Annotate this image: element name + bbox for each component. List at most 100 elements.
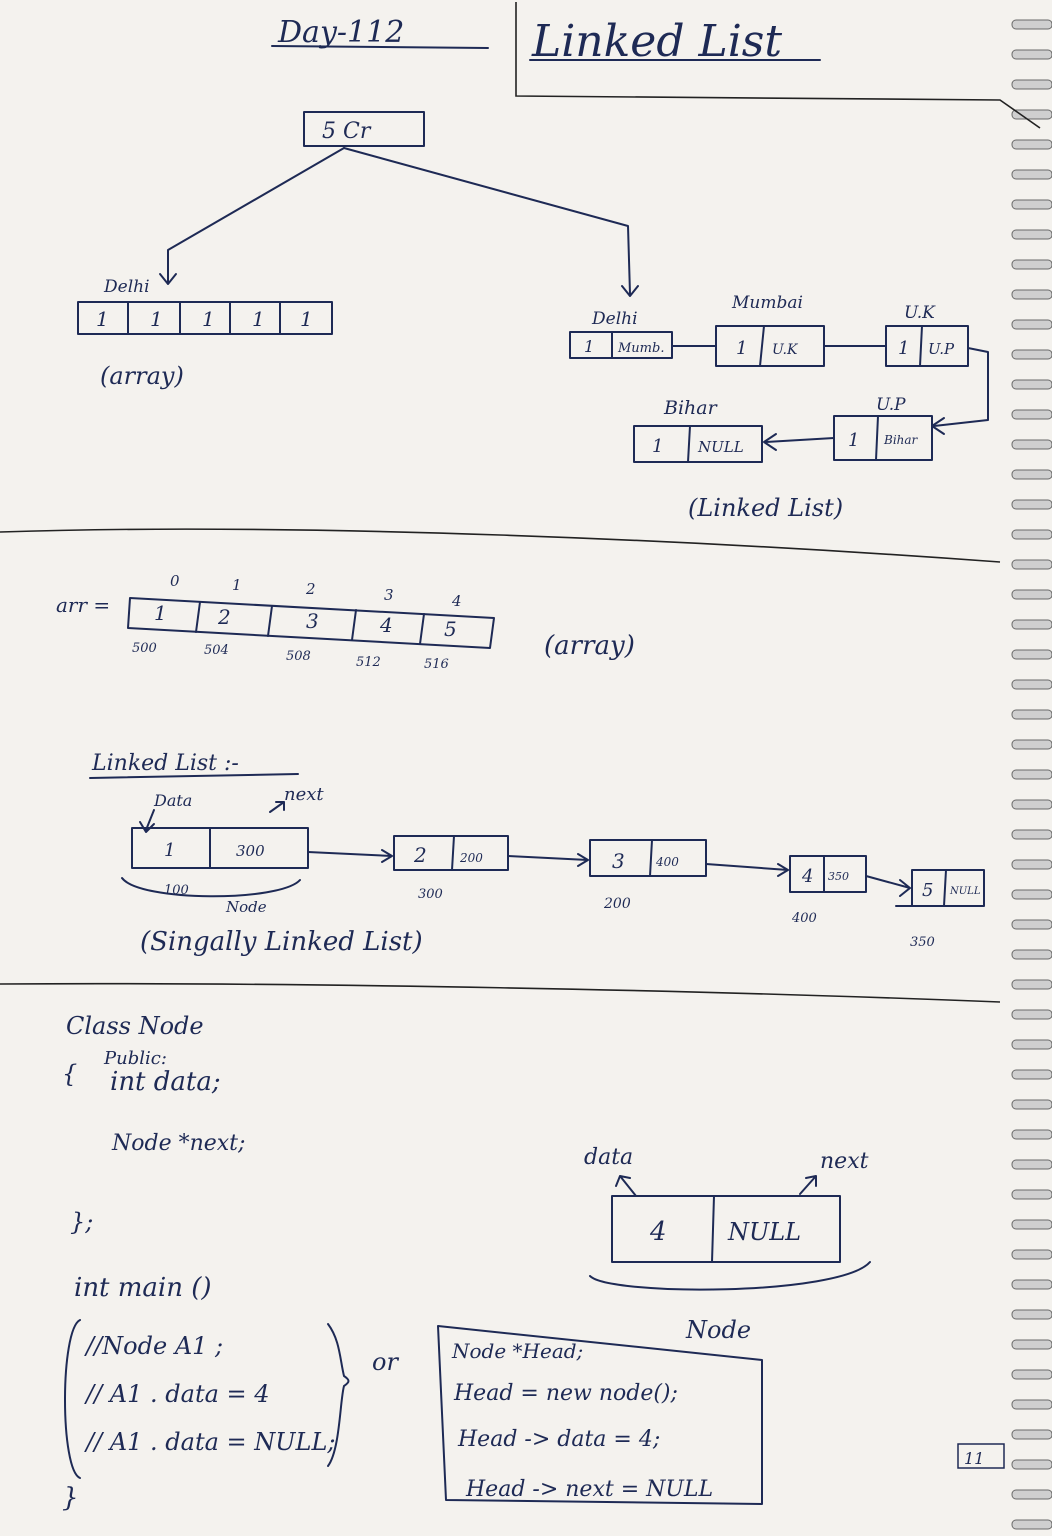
ll-node-data: 1 — [164, 840, 175, 861]
spiral-ring — [1011, 769, 1052, 780]
spiral-ring — [1011, 919, 1052, 930]
page-number: 11 — [964, 1449, 984, 1468]
ll-node-data: 3 — [612, 849, 625, 873]
page-number-box — [957, 1443, 1005, 1469]
main-line-1: //Node A1 ; — [84, 1332, 223, 1360]
array-index: 0 — [170, 572, 180, 590]
array-cell: 1 — [96, 307, 109, 331]
spiral-ring — [1011, 1489, 1052, 1500]
data-label: Data — [153, 791, 192, 810]
main-line-2: // A1 . data = 4 — [84, 1380, 270, 1408]
spiral-ring — [1011, 1339, 1052, 1350]
topic-title: Linked List — [531, 16, 782, 67]
brace-open: { — [62, 1060, 77, 1088]
root-label: 5 Cr — [322, 119, 372, 144]
node-label: Node — [225, 898, 267, 916]
head-code-box — [437, 1325, 763, 1505]
class-line-5: }; — [70, 1208, 93, 1236]
spiral-ring — [1011, 1369, 1052, 1380]
array-cell: 1 — [252, 307, 265, 331]
ll-node-addr: 350 — [910, 935, 935, 950]
spiral-ring — [1011, 1219, 1052, 1230]
spiral-ring — [1011, 949, 1052, 960]
node-data: 1 — [898, 338, 909, 359]
node-data: 1 — [584, 337, 594, 356]
array-address: 504 — [204, 643, 229, 658]
array-index: 3 — [384, 586, 394, 604]
array-cell: 1 — [202, 307, 215, 331]
box-line-1: Node *Head; — [451, 1339, 583, 1363]
array-caption-2: (array) — [544, 631, 635, 661]
linked-list-caption: (Linked List) — [688, 494, 843, 522]
class-line-1: Class Node — [66, 1012, 204, 1040]
ll-node-addr: 200 — [603, 896, 631, 912]
spiral-ring — [1011, 739, 1052, 750]
ll-node-next: NULL — [949, 886, 981, 897]
spiral-ring — [1011, 1159, 1052, 1170]
node-city-label: Bihar — [663, 397, 719, 419]
diagram-node-label: Node — [685, 1316, 751, 1344]
box-line-3: Head -> data = 4; — [457, 1427, 660, 1452]
spiral-ring — [1011, 79, 1052, 90]
spiral-ring — [1011, 49, 1052, 60]
node-city-label: Mumbai — [731, 293, 803, 313]
ll-node-next: 300 — [236, 842, 265, 860]
node-next: U.K — [772, 342, 799, 358]
spiral-ring — [1011, 1099, 1052, 1110]
spiral-ring — [1011, 499, 1052, 510]
spiral-ring — [1011, 829, 1052, 840]
array-value: 1 — [154, 601, 167, 625]
city-array — [77, 301, 333, 335]
array-value: 5 — [444, 617, 457, 641]
array-caption: (array) — [100, 362, 184, 390]
box-line-4: Head -> next = NULL — [465, 1477, 713, 1502]
day-title: Day-112 — [277, 15, 404, 50]
array-value: 3 — [306, 609, 319, 633]
main-line-3: // A1 . data = NULL; — [84, 1428, 335, 1456]
node-data: 1 — [652, 436, 663, 457]
spiral-ring — [1011, 1429, 1052, 1440]
diagram-next-value: NULL — [727, 1218, 801, 1246]
ll-node-addr: 100 — [164, 883, 189, 898]
array-value: 4 — [379, 613, 393, 637]
array-address: 500 — [132, 641, 157, 656]
spiral-ring — [1011, 259, 1052, 270]
spiral-ring — [1011, 979, 1052, 990]
spiral-ring — [1011, 889, 1052, 900]
node-data: 1 — [736, 338, 747, 359]
spiral-ring — [1011, 859, 1052, 870]
spiral-ring — [1011, 619, 1052, 630]
spiral-ring — [1011, 289, 1052, 300]
linked-list-heading: Linked List :- — [91, 751, 239, 776]
diagram-data-label: data — [584, 1145, 633, 1170]
or-text: or — [372, 1348, 399, 1376]
spiral-ring — [1011, 529, 1052, 540]
spiral-ring — [1011, 1189, 1052, 1200]
array-index: 2 — [305, 580, 316, 598]
class-line-4: Node *next; — [111, 1131, 245, 1156]
array-index: 4 — [451, 592, 462, 610]
spiral-binding — [1011, 19, 1052, 1530]
spiral-ring — [1011, 229, 1052, 240]
spiral-ring — [1011, 469, 1052, 480]
ll-node-data: 2 — [413, 843, 427, 867]
node-data: 1 — [848, 430, 859, 451]
spiral-ring — [1011, 379, 1052, 390]
ll-node-next: 400 — [655, 855, 679, 869]
spiral-ring — [1011, 1309, 1052, 1320]
arr-label: arr = — [56, 593, 110, 617]
spiral-ring — [1011, 1279, 1052, 1290]
array-index: 1 — [232, 576, 242, 594]
box-line-2: Head = new node(); — [453, 1381, 678, 1406]
spiral-ring — [1011, 1039, 1052, 1050]
main-signature: int main () — [74, 1273, 212, 1303]
spiral-ring — [1011, 709, 1052, 720]
array-cell: 1 — [300, 307, 313, 331]
node-next: Bihar — [883, 433, 919, 447]
ll-node-next: 200 — [459, 851, 483, 865]
node-next: U.P — [928, 340, 955, 358]
spiral-ring — [1011, 109, 1052, 120]
main-close: } — [62, 1483, 79, 1513]
singly-linked-caption: (Singally Linked List) — [140, 927, 423, 957]
